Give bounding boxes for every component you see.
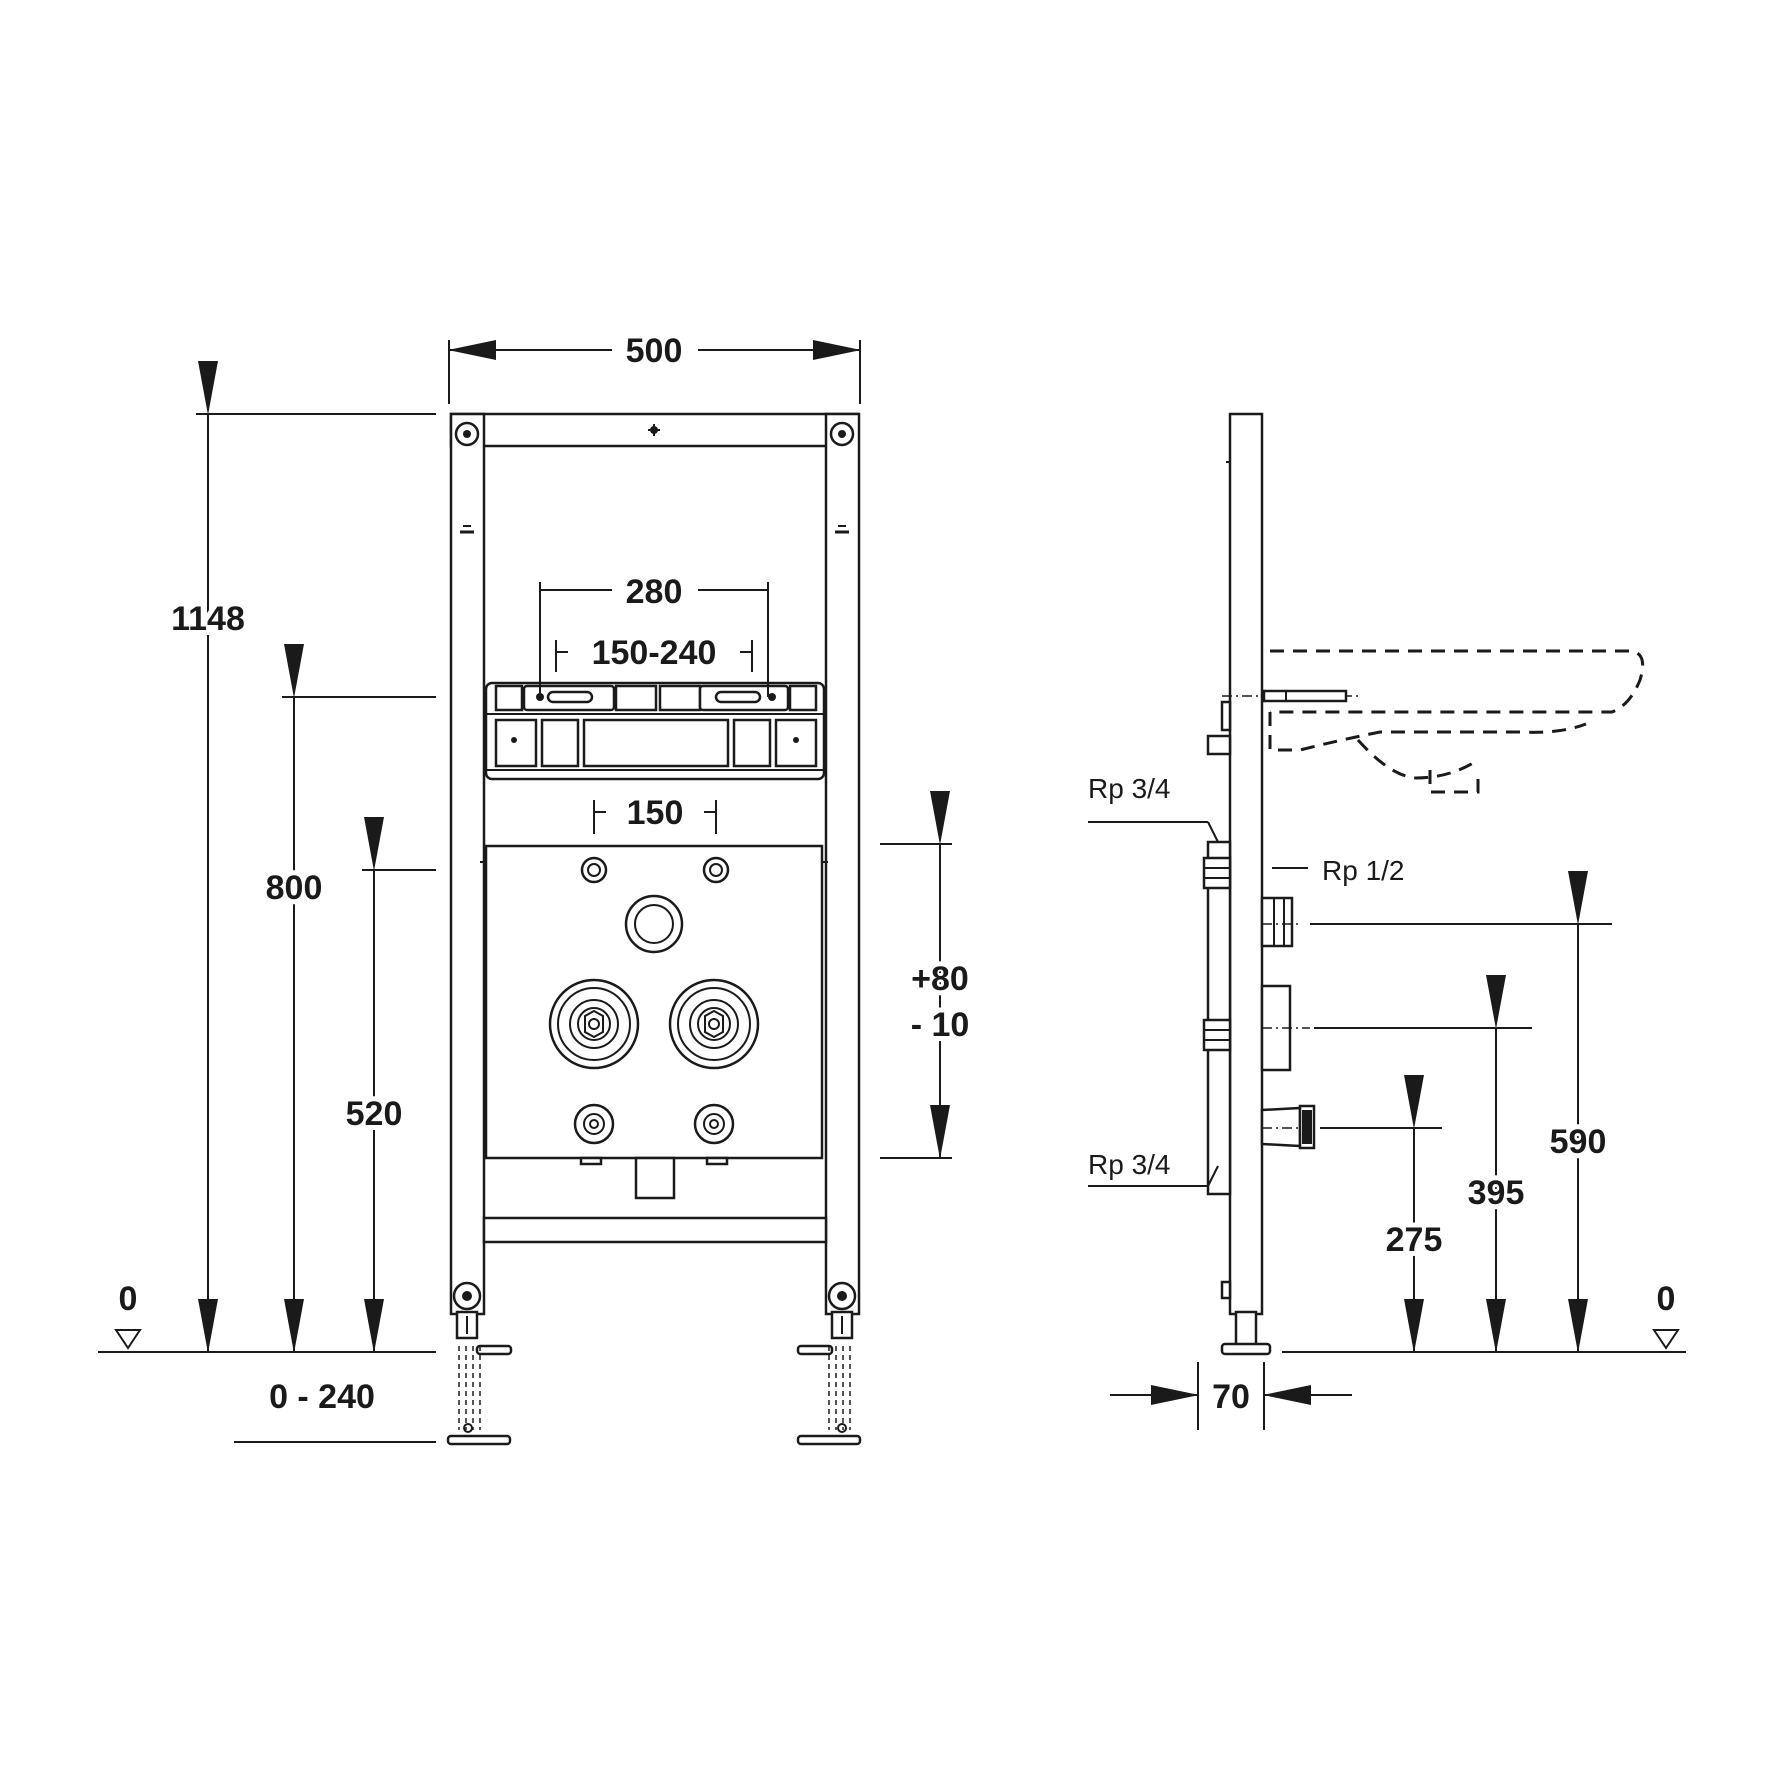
dimension-plate-height: 520 bbox=[341, 817, 436, 1353]
connector-upper bbox=[1260, 896, 1294, 948]
floor-level-marker: 0 bbox=[1652, 1280, 1680, 1350]
supply-connector-right-icon bbox=[668, 978, 760, 1070]
height-395-label: 395 bbox=[1468, 1174, 1525, 1212]
supply-valve-icon bbox=[1202, 1018, 1232, 1052]
depth-label: 70 bbox=[1212, 1378, 1250, 1416]
fixing-hole-icon bbox=[702, 856, 730, 884]
frame-left-upright bbox=[449, 412, 486, 1316]
supply-connector-left-icon bbox=[548, 978, 640, 1070]
supply-label-upper-left: Rp 3/4 bbox=[1088, 773, 1171, 804]
width-label: 500 bbox=[626, 332, 683, 370]
dimension-bracket-range: 150-240 bbox=[555, 634, 753, 672]
dimension-width: 500 bbox=[448, 332, 861, 404]
hole-spacing-label: 150 bbox=[627, 794, 684, 832]
supply-label-right: Rp 1/2 bbox=[1322, 855, 1405, 886]
total-height-label: 1148 bbox=[171, 600, 245, 638]
floor-level-marker: 0 bbox=[114, 1280, 142, 1350]
dimension-height-395: 395 bbox=[1463, 975, 1529, 1353]
bracket-range-label: 150-240 bbox=[592, 634, 717, 672]
foot-range-label: 0 - 240 bbox=[269, 1378, 375, 1416]
plate-adjust-minus-label: - 10 bbox=[911, 1006, 970, 1044]
plate-height-label: 520 bbox=[346, 1095, 403, 1133]
dimension-hole-spacing: 150 bbox=[593, 794, 717, 834]
supply-label-lower-left: Rp 3/4 bbox=[1088, 1149, 1171, 1180]
connector-lower bbox=[1260, 1104, 1316, 1150]
right-foot bbox=[796, 1310, 862, 1446]
washbasin-outline bbox=[1268, 649, 1645, 794]
floor-level-label: 0 bbox=[119, 1280, 138, 1318]
dimension-height-590: 590 bbox=[1545, 871, 1611, 1353]
washbasin-bracket bbox=[484, 681, 826, 781]
side-floor-level-label: 0 bbox=[1657, 1280, 1676, 1318]
frame-profile bbox=[1228, 412, 1264, 1316]
mounting-plate bbox=[480, 844, 828, 1200]
dimension-bracket-spacing: 280 bbox=[539, 573, 769, 697]
front-view: 0 500 1148 800 520 0 - 240 bbox=[98, 332, 974, 1446]
supply-valve-icon bbox=[1202, 856, 1232, 890]
bracket-height-label: 800 bbox=[266, 869, 323, 907]
top-center-screw-icon bbox=[648, 424, 660, 436]
dimension-plate-adjust: +80 - 10 bbox=[880, 791, 974, 1159]
plate-adjust-plus-label: +80 bbox=[911, 960, 969, 998]
pipe-box bbox=[1206, 840, 1232, 1196]
frame-right-upright bbox=[824, 412, 861, 1316]
fitting-icon bbox=[693, 1103, 735, 1145]
frame-bottom-rail bbox=[482, 1216, 828, 1244]
fixing-hole-icon bbox=[580, 856, 608, 884]
height-590-label: 590 bbox=[1550, 1123, 1607, 1161]
height-275-label: 275 bbox=[1386, 1221, 1443, 1259]
bracket-spacing-label: 280 bbox=[626, 573, 683, 611]
dimension-total-height: 1148 bbox=[166, 361, 436, 1353]
dimension-height-275: 275 bbox=[1381, 1075, 1447, 1353]
basin-bolt bbox=[1262, 689, 1348, 703]
side-view: Rp 3/4 Rp 1/2 Rp 3/4 0 590 395 bbox=[1088, 412, 1686, 1430]
dimension-bracket-height: 800 bbox=[261, 644, 436, 1353]
dimension-depth: 70 bbox=[1110, 1362, 1352, 1430]
fitting-icon bbox=[573, 1103, 615, 1145]
left-foot bbox=[446, 1310, 513, 1446]
